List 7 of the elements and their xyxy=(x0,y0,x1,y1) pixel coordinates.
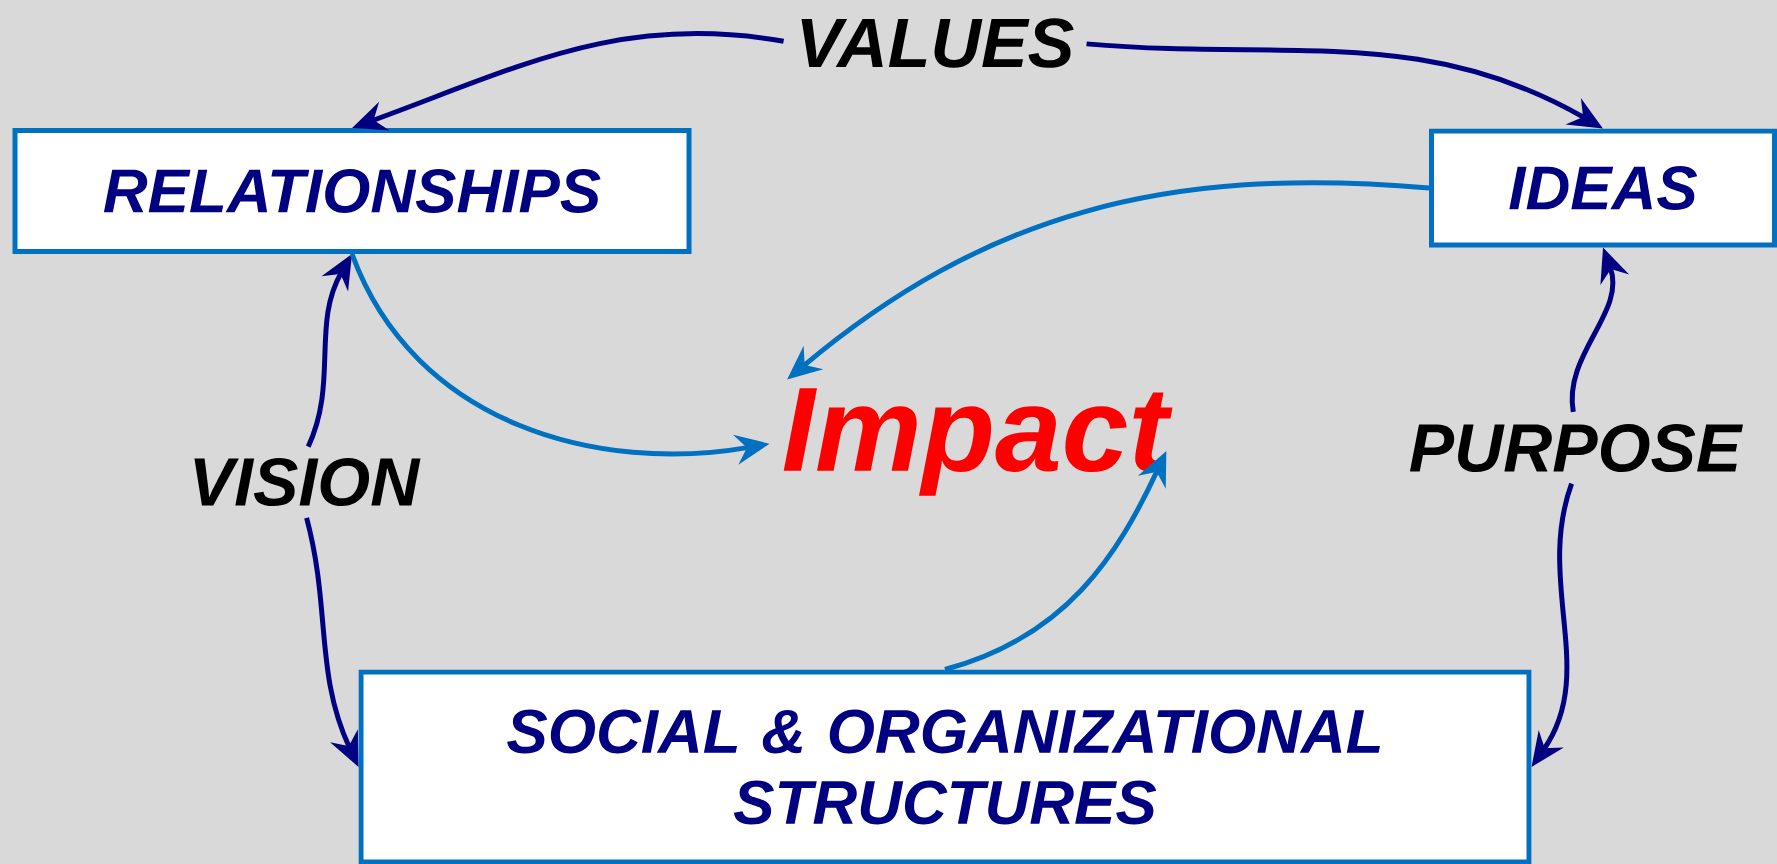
center-text: Impact xyxy=(783,388,1173,496)
concept-box: RELATIONSHIPS xyxy=(12,128,692,254)
label-text: VISION xyxy=(194,457,421,507)
concept-box: IDEAS xyxy=(1429,128,1777,248)
label-text: PURPOSE xyxy=(1409,423,1743,473)
concept-box: SOCIAL & ORGANIZATIONAL STRUCTURES xyxy=(358,669,1532,864)
label-text: VALUES xyxy=(801,18,1074,68)
